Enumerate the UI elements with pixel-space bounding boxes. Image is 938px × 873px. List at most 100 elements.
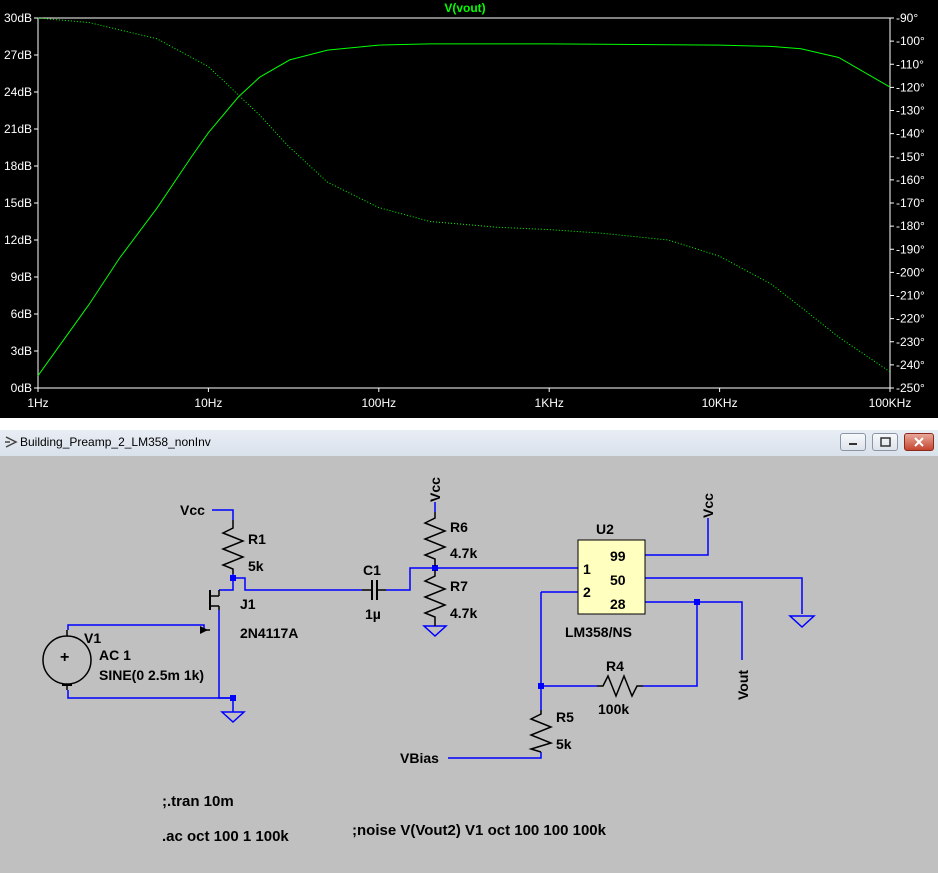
r1-label: R1 — [248, 531, 266, 547]
maximize-icon — [880, 437, 891, 447]
ground-icon-u2 — [788, 615, 816, 629]
vcc-label-u2: Vcc — [700, 493, 716, 518]
left-axis: 30dB 27dB 24dB 21dB 18dB 15dB 12dB 9dB 6dB 3dB 0dB — [4, 11, 38, 395]
close-button[interactable] — [904, 433, 934, 451]
j1-model: 2N4117A — [240, 625, 298, 641]
u2-model: LM358/NS — [565, 624, 632, 640]
r7-label: R7 — [450, 578, 468, 594]
minimize-icon — [849, 443, 857, 445]
r6-value: 4.7k — [450, 545, 477, 561]
r1-value: 5k — [248, 558, 264, 574]
directive-noise[interactable]: ;noise V(Vout2) V1 oct 100 100 100k — [352, 822, 607, 839]
u2-pin-2: 2 — [583, 584, 591, 600]
right-axis-tick-label: -250° — [896, 381, 925, 395]
right-axis-tick-label: -150° — [896, 150, 925, 164]
schematic-window-titlebar[interactable]: Building_Preamp_2_LM358_nonInv — [0, 430, 938, 457]
jfet-j1[interactable]: J1 2N4117A — [200, 590, 298, 641]
x-axis: 1Hz 10Hz 100Hz 1KHz 10KHz 100KHz — [27, 388, 911, 410]
v1-ac-value: AC 1 — [99, 647, 131, 663]
right-axis-tick-label: -220° — [896, 312, 925, 326]
wires — [67, 509, 803, 759]
plot-traces — [37, 17, 891, 376]
u2-label: U2 — [596, 521, 614, 537]
voltage-source-v1[interactable]: + V1 AC 1 SINE(0 2.5m 1k) — [42, 630, 204, 690]
resistor-r1[interactable]: R1 5k — [220, 520, 266, 574]
right-axis-tick-label: -140° — [896, 127, 925, 141]
schematic-background — [0, 456, 938, 873]
directive-ac[interactable]: .ac oct 100 1 100k — [162, 828, 289, 845]
left-axis-tick-label: 6dB — [11, 307, 32, 321]
x-axis-tick-label: 10KHz — [702, 396, 738, 410]
capacitor-c1[interactable]: C1 1µ — [362, 562, 386, 622]
right-axis-tick-label: -210° — [896, 289, 925, 303]
x-axis-tick-label: 1Hz — [27, 396, 48, 410]
left-axis-tick-label: 15dB — [4, 196, 32, 210]
right-axis-tick-label: -130° — [896, 104, 925, 118]
left-axis-tick-label: 3dB — [11, 344, 32, 358]
right-axis-tick-label: -160° — [896, 173, 925, 187]
waveform-plot[interactable]: V(vout) 30dB 27dB 24dB 21dB 18dB 15dB 12dB 9dB 6… — [0, 0, 938, 418]
close-icon — [914, 437, 924, 447]
maximize-button[interactable] — [872, 433, 898, 451]
junction-dots — [230, 565, 700, 701]
phase-trace[interactable] — [37, 17, 891, 373]
right-axis-tick-label: -170° — [896, 196, 925, 210]
vout-net-label: Vout — [735, 670, 751, 700]
c1-label: C1 — [363, 562, 381, 578]
right-axis-tick-label: -240° — [896, 358, 925, 372]
u2-pin-99: 99 — [610, 548, 626, 564]
right-axis: -90° -100° -110° -120° -130° -140° -150° -160° -… — [890, 11, 925, 395]
left-axis-tick-label: 9dB — [11, 270, 32, 284]
left-axis-tick-label: 0dB — [11, 381, 32, 395]
vcc-label-r6: Vcc — [427, 477, 443, 502]
resistor-r7[interactable]: R7 4.7k — [422, 570, 477, 626]
c1-value: 1µ — [365, 606, 381, 622]
left-axis-tick-label: 18dB — [4, 159, 32, 173]
directive-tran[interactable]: ;.tran 10m — [162, 793, 234, 810]
x-axis-tick-label: 10Hz — [194, 396, 222, 410]
u2-pin-50: 50 — [610, 572, 626, 588]
right-axis-tick-label: -110° — [896, 57, 924, 71]
left-axis-tick-label: 27dB — [4, 48, 32, 62]
r5-label: R5 — [556, 709, 574, 725]
right-axis-tick-label: -190° — [896, 242, 925, 256]
left-axis-tick-label: 30dB — [4, 11, 32, 25]
left-axis-tick-label: 21dB — [4, 122, 32, 136]
ltspice-app-icon — [5, 436, 18, 448]
r7-value: 4.7k — [450, 605, 477, 621]
right-axis-tick-label: -100° — [896, 34, 925, 48]
r6-label: R6 — [450, 519, 468, 535]
x-axis-tick-label: 1KHz — [535, 396, 564, 410]
minimize-button[interactable] — [840, 433, 866, 451]
trace-legend-label[interactable]: V(vout) — [444, 1, 485, 15]
magnitude-trace[interactable] — [37, 43, 891, 376]
resistor-r4[interactable]: R4 100k — [597, 658, 643, 717]
right-axis-tick-label: -120° — [896, 80, 925, 94]
r4-label: R4 — [606, 658, 624, 674]
vcc-label-r1: Vcc — [180, 502, 205, 518]
right-axis-tick-label: -230° — [896, 335, 925, 349]
schematic-canvas[interactable]: R1 5k Vcc J1 2N4117A + V1 AC 1 SINE(0 2.… — [0, 456, 938, 873]
opamp-u2[interactable]: U2 1 2 99 50 28 LM358/NS — [565, 521, 646, 640]
v1-plus-icon: + — [60, 649, 69, 666]
window-title: Building_Preamp_2_LM358_nonInv — [20, 435, 211, 449]
left-axis-tick-label: 12dB — [4, 233, 32, 247]
right-axis-tick-label: -180° — [896, 219, 925, 233]
v1-sine-value: SINE(0 2.5m 1k) — [99, 667, 204, 683]
x-axis-tick-label: 100KHz — [869, 396, 912, 410]
x-axis-tick-label: 100Hz — [361, 396, 396, 410]
vbias-net-label: VBias — [400, 750, 439, 766]
right-axis-tick-label: -90° — [896, 11, 918, 25]
v1-label: V1 — [84, 630, 101, 646]
r5-value: 5k — [556, 736, 572, 752]
left-axis-tick-label: 24dB — [4, 85, 32, 99]
u2-pin-28: 28 — [610, 596, 626, 612]
resistor-r6[interactable]: R6 4.7k — [422, 502, 477, 566]
r4-value: 100k — [598, 701, 629, 717]
resistor-r5[interactable]: R5 5k — [528, 709, 574, 753]
j1-label: J1 — [240, 596, 256, 612]
u2-pin-1: 1 — [583, 561, 591, 577]
ground-icon-j1 — [220, 711, 246, 724]
right-axis-tick-label: -200° — [896, 265, 925, 279]
plot-background — [0, 0, 938, 418]
